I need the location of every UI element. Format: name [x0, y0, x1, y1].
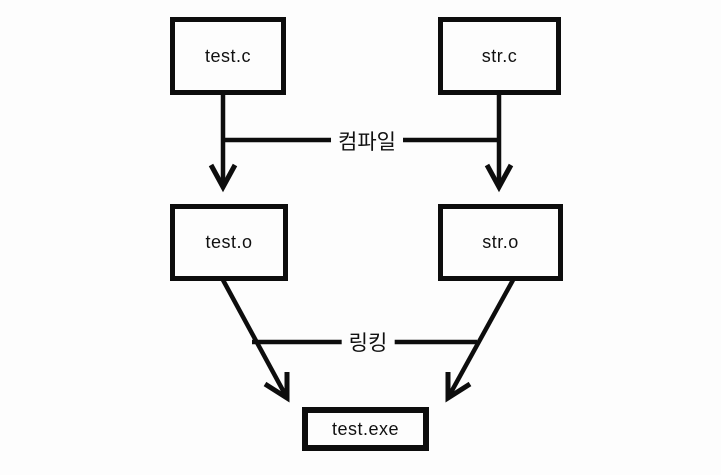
arrowhead-exe-left-icon — [263, 372, 290, 403]
arrowhead-testo-icon — [208, 163, 238, 193]
node-str-o: str.o — [438, 204, 563, 281]
arrowhead-exe-right-icon — [445, 372, 472, 403]
node-str-c-label: str.c — [481, 45, 518, 66]
node-test-o: test.o — [170, 204, 288, 281]
linking-edge-label: 링킹 — [341, 327, 395, 357]
node-test-c-label: test.c — [204, 45, 251, 66]
node-str-c: str.c — [438, 17, 561, 95]
node-test-exe: test.exe — [302, 407, 429, 451]
node-test-o-label: test.o — [205, 232, 253, 252]
node-str-o-label: str.o — [482, 232, 519, 252]
node-test-exe-label: test.exe — [331, 418, 400, 439]
edge-stro-to-exe-shaft — [447, 278, 515, 398]
arrowhead-stro-icon — [484, 163, 514, 193]
compile-edge-label: 컴파일 — [331, 126, 403, 156]
node-test-c: test.c — [170, 17, 286, 95]
edge-testo-to-exe-shaft — [221, 278, 288, 398]
